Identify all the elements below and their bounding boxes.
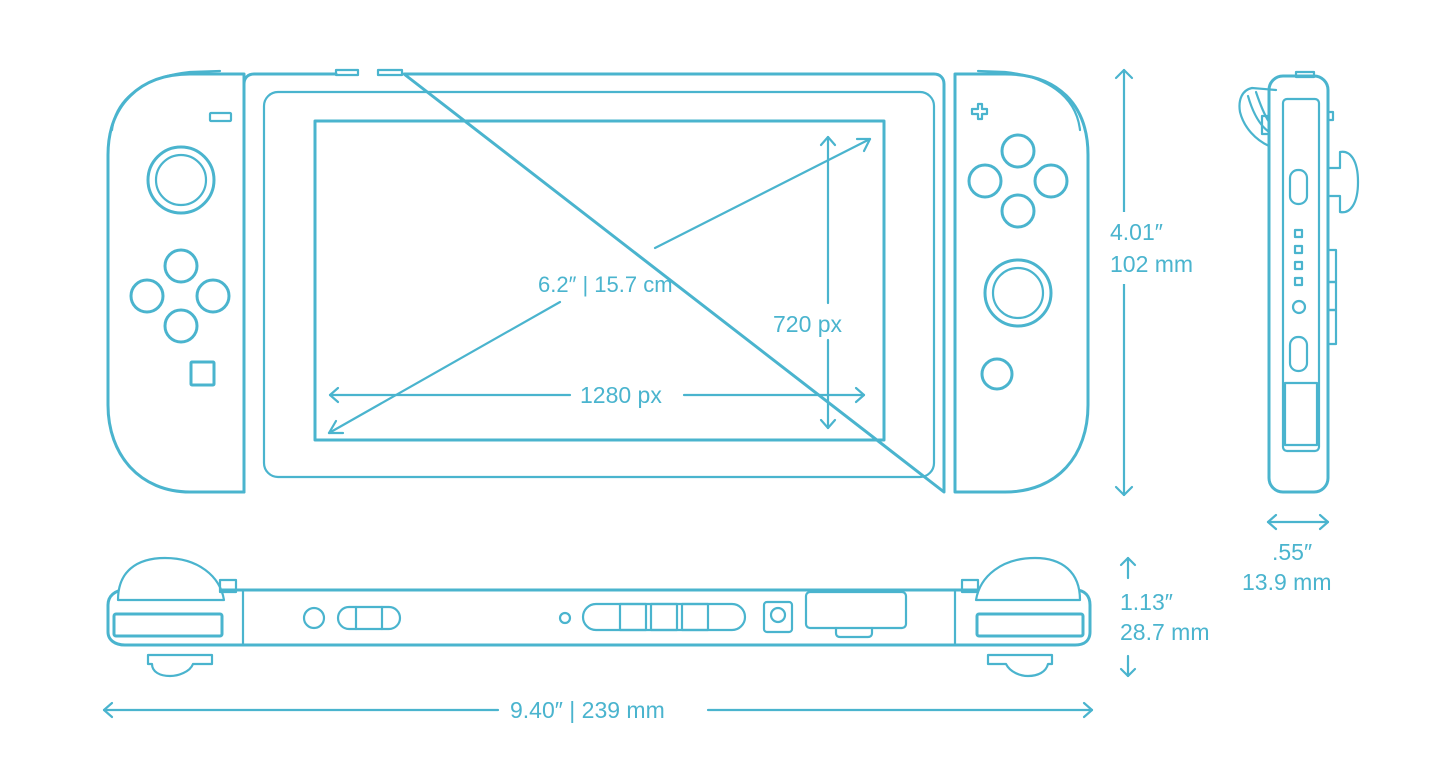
screen-bezel — [262, 90, 936, 479]
right-shoulder-button — [976, 69, 1082, 132]
volume-button — [376, 68, 404, 77]
screen-width-arrow — [328, 386, 866, 404]
analog-stick-icon — [983, 258, 1053, 328]
screen-height-label: 720 px — [773, 311, 843, 337]
right-bottom-trigger — [974, 556, 1082, 602]
face-buttons — [967, 133, 1069, 229]
analog-stick-icon — [146, 145, 216, 215]
side-shoulder — [1238, 86, 1278, 148]
grip-height-mm-label: 28.7 mm — [1120, 619, 1209, 645]
screen-width-label: 1280 px — [580, 382, 662, 408]
diagonal-arrow — [327, 137, 872, 435]
right-bottom-stick — [986, 653, 1054, 678]
left-bottom-stick — [146, 653, 214, 678]
right-rail-cap — [975, 612, 1085, 638]
game-card-slot-icon — [804, 590, 908, 639]
dpad-buttons — [129, 248, 231, 344]
left-rail-cap — [112, 612, 224, 638]
minus-icon — [208, 111, 233, 123]
width-label: 9.40″ | 239 mm — [510, 697, 665, 723]
plus-icon — [970, 102, 989, 121]
bottom-body-outline — [106, 588, 1092, 647]
side-stick — [1326, 150, 1360, 214]
display-area — [313, 119, 886, 442]
left-shoulder-button — [110, 69, 222, 132]
thickness-inches-label: .55″ — [1272, 539, 1312, 565]
screen-height-arrow — [819, 135, 837, 430]
height-inches-label: 4.01″ — [1110, 219, 1163, 245]
capture-button-icon — [189, 360, 216, 387]
width-arrow — [102, 701, 1094, 719]
home-button-icon — [980, 357, 1014, 391]
bottom-switch — [336, 605, 402, 631]
grip-height-arrow — [1119, 556, 1137, 678]
front-view: 6.2″ | 15.7 cm 720 px 1280 px 4.01″ 102 … — [106, 68, 1220, 497]
side-rail-slot — [1283, 381, 1319, 447]
headphone-jack-icon — [762, 600, 794, 634]
side-inner-rail — [1281, 97, 1321, 453]
bottom-port-round — [302, 606, 326, 630]
height-mm-label: 102 mm — [1110, 251, 1193, 277]
console-body-outline — [242, 72, 946, 494]
thickness-mm-label: 13.9 mm — [1242, 569, 1331, 595]
bottom-view: 1.13″ 28.7 mm 9.40″ | 239 mm — [102, 556, 1209, 723]
side-view: .55″ 13.9 mm — [1238, 70, 1360, 595]
power-button — [334, 68, 360, 77]
grip-height-inches-label: 1.13″ — [1120, 589, 1173, 615]
thickness-arrow — [1266, 513, 1330, 531]
bottom-small-hole — [558, 611, 572, 625]
left-bottom-trigger — [116, 556, 226, 602]
usb-c-port-icon — [581, 602, 747, 632]
diagonal-label: 6.2″ | 15.7 cm — [538, 272, 673, 297]
